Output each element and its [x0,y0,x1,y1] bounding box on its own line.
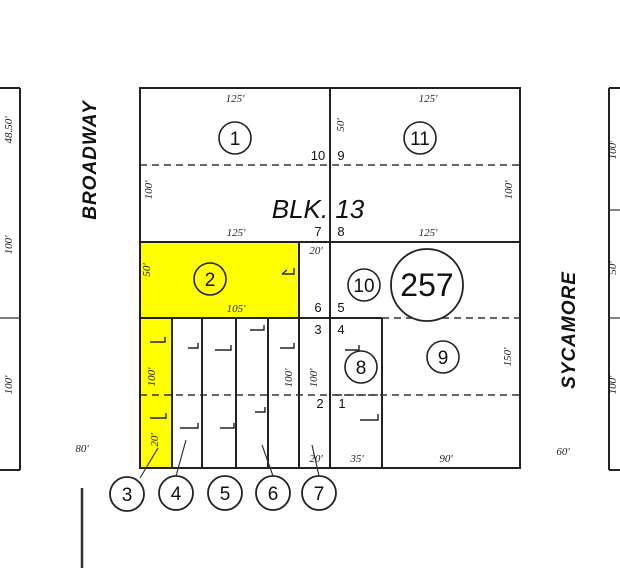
dim-lot7-height: 100' [308,368,320,388]
street-name-east: SYCAMORE [559,271,580,389]
west-adjacent-block: 48.50' 100' 100' [0,87,21,471]
lot-5[interactable]: 5 [207,475,243,511]
line-number-4: 4 [337,322,344,337]
dim-mid-east: 125' [419,227,439,239]
lot-7-number: 7 [314,484,325,505]
lot-6-number: 6 [268,484,279,505]
west-lot-dim-3: 100' [3,375,15,395]
line-number-8: 8 [337,224,344,239]
east-lot-dim-1: 100' [607,140,619,160]
lot-11-number: 11 [410,129,430,150]
dim-lot2-width: 105' [227,303,247,315]
lot-2-number: 2 [205,270,216,291]
lot-line-numbers: 10 9 7 8 6 5 3 4 2 1 [311,148,346,411]
lot-3[interactable]: 3 [109,476,145,512]
dim-top-west: 125' [226,93,246,105]
dim-top-east: 125' [419,93,439,105]
lot-4-number: 4 [171,484,182,505]
lot-8-number: 8 [356,358,367,379]
lot-3-leader [139,447,159,479]
dimension-labels: 125' 125' 50' 100' 100' 125' 125' 50' 10… [75,93,570,465]
lot-3-number: 3 [122,485,133,506]
lot-6[interactable]: 6 [255,475,291,511]
dim-lot3-height: 100' [146,367,158,387]
lot-9[interactable]: 9 [426,340,460,374]
dim-lot2-height: 50' [141,263,153,277]
lot-10-number: 10 [353,276,374,297]
lot-3-highlight[interactable] [141,318,172,468]
street-name-west: BROADWAY [80,99,101,220]
line-number-7: 7 [314,224,321,239]
lot-9-number: 9 [438,348,449,369]
lot-4[interactable]: 4 [158,475,194,511]
lot-7-leader [311,444,320,477]
lot-4-leader [175,439,187,477]
line-number-2: 2 [316,396,323,411]
dim-bottom-20: 20' [309,453,323,465]
line-number-6: 6 [314,300,321,315]
line-number-3: 3 [314,322,321,337]
dim-right-60: 60' [556,446,570,458]
dim-90: 90' [439,453,453,465]
east-adjacent-block: 100' 50' 100' [607,87,620,471]
dim-left-80: 80' [75,443,89,455]
lot-11[interactable]: 11 [403,121,437,155]
dim-35: 35' [349,453,364,465]
dim-100-west: 100' [143,180,155,200]
lot-10[interactable]: 10 [347,268,381,302]
block-label: BLK. 13 [272,194,365,224]
parcel-number: 257 [400,267,453,303]
lot-1[interactable]: 1 [218,121,252,155]
west-lot-dim-1: 48.50' [3,116,15,144]
lot-7[interactable]: 7 [301,475,337,511]
lot-5-number: 5 [220,484,231,505]
east-lot-dim-2: 50' [607,261,619,275]
lot-8[interactable]: 8 [344,350,378,384]
east-lot-dim-3: 100' [607,375,619,395]
dim-100-east: 100' [503,180,515,200]
line-number-10: 10 [311,148,325,163]
dim-lot3-width: 20' [149,433,161,447]
lot-arrows [150,268,379,429]
dim-50-center: 50' [335,118,347,132]
line-number-1: 1 [338,396,345,411]
lot-1-number: 1 [230,129,241,150]
dim-150: 150' [502,347,514,367]
dim-mid-west: 125' [227,227,247,239]
dim-20-upper: 20' [309,245,323,257]
parcel-257[interactable]: 257 [390,248,464,322]
block-13 [139,87,521,469]
west-lot-dim-2: 100' [3,235,15,255]
dim-lot6-height: 100' [283,368,295,388]
line-number-9: 9 [337,148,344,163]
lot-2[interactable]: 2 [193,262,227,296]
line-number-5: 5 [337,300,344,315]
lot-6-leader [261,444,274,477]
